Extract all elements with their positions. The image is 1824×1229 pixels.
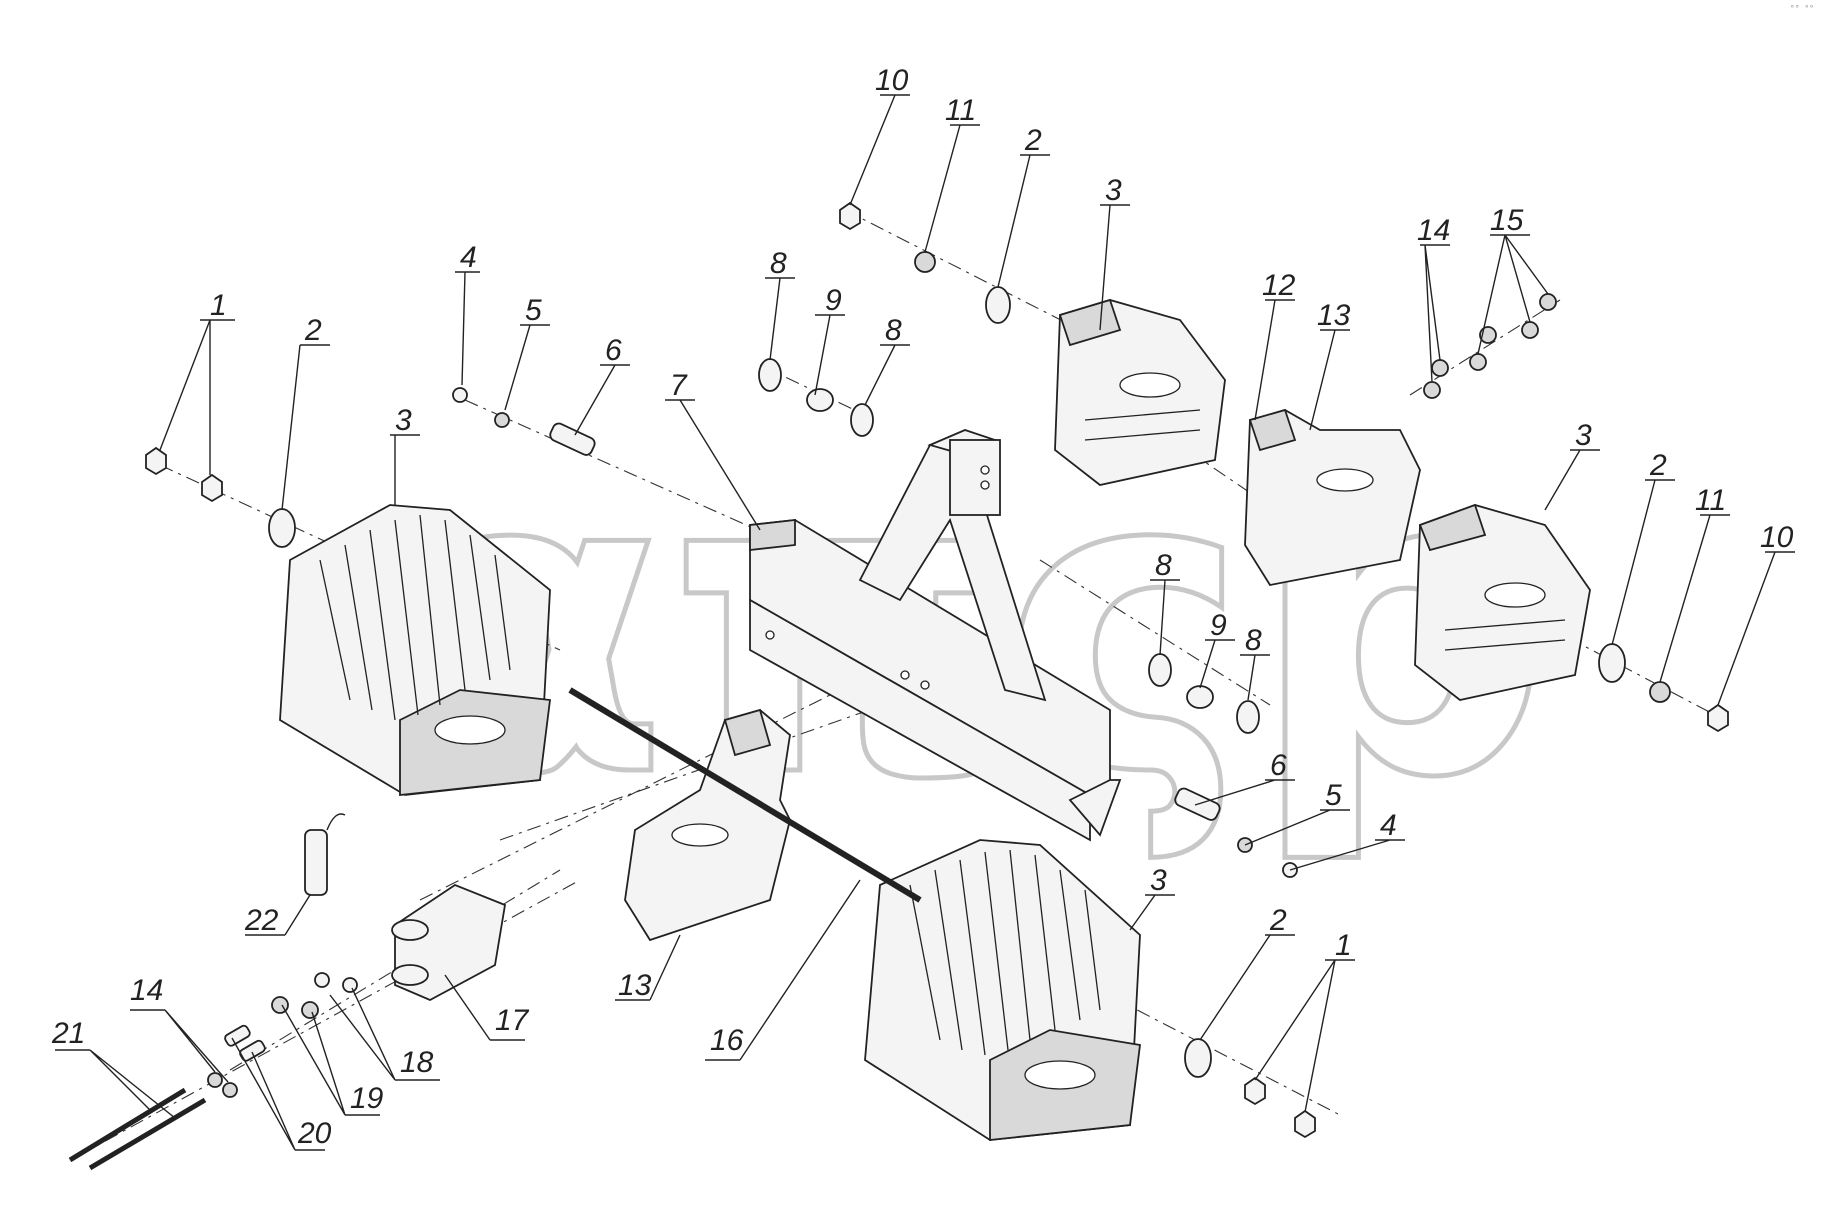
callout-leaders xyxy=(55,94,1795,1151)
shaft-part xyxy=(568,687,922,903)
callout-c16: 16 xyxy=(710,1024,744,1057)
callout-c5a: 5 xyxy=(525,294,542,327)
callout-c8b: 8 xyxy=(885,314,902,347)
weight-block-right-small xyxy=(1414,503,1591,701)
hitch-part xyxy=(391,883,507,1001)
callout-c8d: 8 xyxy=(1245,624,1262,657)
pin-part xyxy=(304,813,346,896)
callout-c4a: 4 xyxy=(460,241,477,274)
callout-numbers: 1 1 2 2 2 2 3 3 3 3 4 4 5 5 6 6 7 8 8 8 … xyxy=(51,64,1794,1150)
callout-c22: 22 xyxy=(244,904,279,937)
callout-c1b: 1 xyxy=(1335,929,1352,962)
callout-c20: 20 xyxy=(297,1117,332,1150)
callout-c3c: 3 xyxy=(1575,419,1592,452)
callout-c2a: 2 xyxy=(304,314,322,347)
callout-c17: 17 xyxy=(495,1004,530,1037)
callout-c10a: 10 xyxy=(875,64,909,97)
callout-c2b: 2 xyxy=(1024,124,1042,157)
callout-c7: 7 xyxy=(670,369,688,402)
callout-c21: 21 xyxy=(51,1017,85,1050)
weight-block-left xyxy=(279,504,552,797)
callout-c4b: 4 xyxy=(1380,809,1397,842)
frame-part xyxy=(749,429,1122,842)
callout-c10b: 10 xyxy=(1760,521,1794,554)
callout-c12: 12 xyxy=(1262,269,1296,302)
callout-c2c: 2 xyxy=(1649,449,1667,482)
callout-c11a: 11 xyxy=(945,94,976,127)
callout-c14a: 14 xyxy=(1417,214,1450,247)
callout-c8a: 8 xyxy=(770,247,787,280)
bracket-weight-lower xyxy=(624,708,791,942)
callout-c6a: 6 xyxy=(605,334,622,367)
callout-c5b: 5 xyxy=(1325,779,1342,812)
callout-c9b: 9 xyxy=(1210,609,1227,642)
weight-block-upper xyxy=(1054,298,1226,486)
callout-c9a: 9 xyxy=(825,284,842,317)
callout-c3a: 3 xyxy=(395,404,412,437)
corner-mark: °° °° xyxy=(1789,4,1814,13)
callout-c19: 19 xyxy=(350,1082,384,1115)
callout-c14b: 14 xyxy=(130,974,163,1007)
callout-c2d: 2 xyxy=(1269,904,1287,937)
callout-c13a: 13 xyxy=(1317,299,1351,332)
long-bolts xyxy=(68,1087,207,1171)
callout-c6b: 6 xyxy=(1270,749,1287,782)
weight-block-right xyxy=(864,839,1142,1142)
callout-c1a: 1 xyxy=(210,289,227,322)
callout-c13b: 13 xyxy=(618,969,652,1002)
bracket-weight-upper xyxy=(1244,408,1421,587)
callout-c8c: 8 xyxy=(1155,549,1172,582)
callout-c18: 18 xyxy=(400,1046,434,1079)
callout-c11b: 11 xyxy=(1695,484,1726,517)
callout-c15: 15 xyxy=(1490,204,1524,237)
callout-c3d: 3 xyxy=(1150,864,1167,897)
callout-c3b: 3 xyxy=(1105,174,1122,207)
